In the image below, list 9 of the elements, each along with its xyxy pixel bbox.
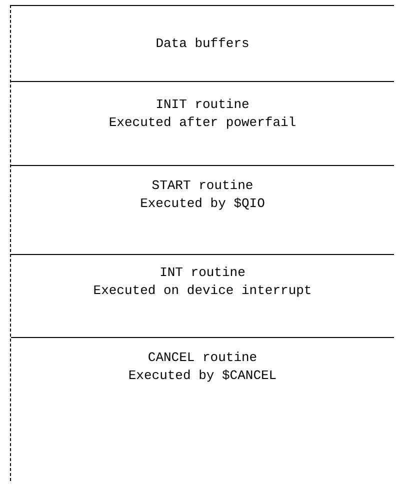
- region-description: Executed by $CANCEL: [128, 367, 277, 385]
- region-description: Executed by $QIO: [140, 195, 265, 213]
- region-title: CANCEL routine: [148, 349, 258, 367]
- region-title: Data buffers: [156, 35, 250, 53]
- region-title: INT routine: [160, 264, 246, 282]
- region-title: START routine: [152, 177, 254, 195]
- region-title: INIT routine: [156, 96, 250, 114]
- region-description: Executed on device interrupt: [93, 282, 312, 300]
- region-description: Executed after powerfail: [108, 114, 296, 132]
